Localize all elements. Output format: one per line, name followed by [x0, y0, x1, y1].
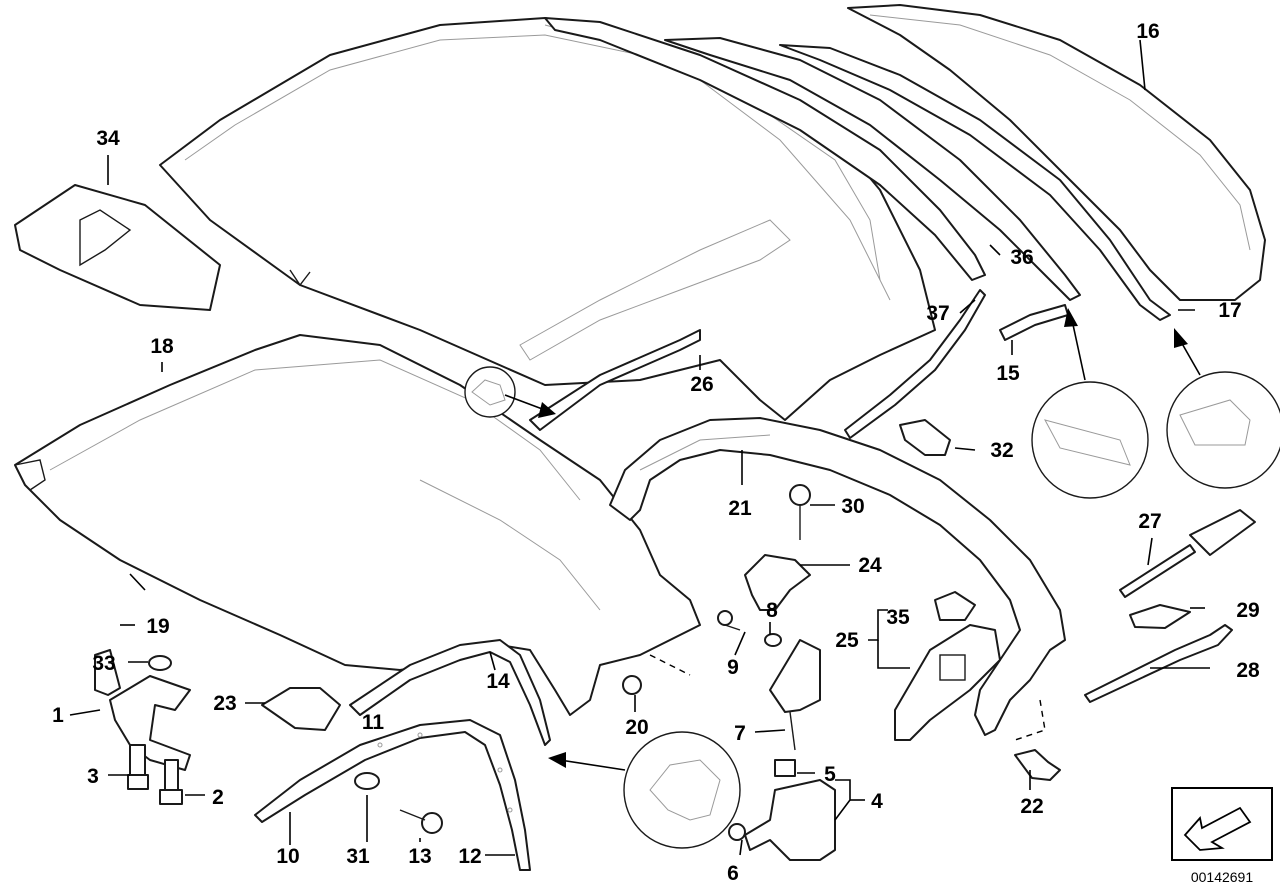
callout-30: 30 [841, 495, 864, 518]
callout-32: 32 [990, 439, 1013, 462]
callout-8: 8 [766, 599, 778, 622]
callout-35: 35 [886, 606, 910, 629]
callout-3: 3 [87, 765, 99, 788]
callout-22: 22 [1020, 795, 1043, 818]
detail-circle-11 [623, 731, 741, 849]
callout-19: 19 [146, 615, 169, 638]
callout-1: 1 [52, 704, 64, 727]
detail-zoom-views [464, 366, 1280, 849]
callout-29: 29 [1236, 599, 1259, 622]
callout-labels: 1 2 3 4 5 6 7 8 9 10 11 12 13 14 15 16 1… [52, 20, 1260, 885]
callout-33: 33 [92, 652, 115, 675]
callout-17: 17 [1218, 299, 1241, 322]
callout-21: 21 [728, 497, 752, 520]
callout-24: 24 [858, 554, 882, 577]
callout-18: 18 [150, 335, 174, 358]
callout-25: 25 [835, 629, 859, 652]
callout-23: 23 [213, 692, 236, 715]
roof-headliner-18 [14, 334, 701, 716]
callout-7: 7 [734, 722, 746, 745]
callout-10: 10 [276, 845, 299, 868]
callout-20: 20 [625, 716, 648, 739]
detail-circle-15 [1031, 381, 1149, 499]
seal-strips [254, 639, 551, 871]
pointer-arrow-icon [1183, 806, 1252, 851]
callout-6: 6 [727, 862, 739, 885]
callout-5: 5 [824, 763, 836, 786]
callout-15: 15 [996, 362, 1020, 385]
callout-2: 2 [212, 786, 224, 809]
callout-27: 27 [1138, 510, 1161, 533]
callout-11: 11 [362, 711, 385, 734]
callout-12: 12 [458, 845, 481, 868]
callout-13: 13 [408, 845, 431, 868]
callout-34: 34 [96, 127, 120, 150]
callout-36: 36 [1010, 246, 1033, 269]
roof-frame-21 [609, 417, 1066, 736]
guide-lines [649, 654, 1046, 741]
callout-4: 4 [871, 790, 883, 813]
detail-circle-17 [1166, 371, 1280, 489]
leader-lines [69, 39, 1210, 856]
callout-16: 16 [1136, 20, 1159, 43]
catalog-nav-box: 00142691 [1171, 787, 1273, 885]
small-parts [94, 289, 1256, 861]
callout-14: 14 [486, 670, 510, 693]
callout-37: 37 [926, 302, 949, 325]
catalog-number: 00142691 [1191, 869, 1254, 885]
callout-9: 9 [727, 656, 739, 679]
callout-31: 31 [346, 845, 370, 868]
callout-26: 26 [690, 373, 713, 396]
detail-circle-26 [464, 366, 516, 418]
pointer-arrows [504, 308, 1201, 771]
window-frame-strips [544, 17, 1171, 321]
cover-pad-34 [14, 184, 221, 311]
rear-window-16 [847, 4, 1266, 301]
callout-28: 28 [1236, 659, 1260, 682]
